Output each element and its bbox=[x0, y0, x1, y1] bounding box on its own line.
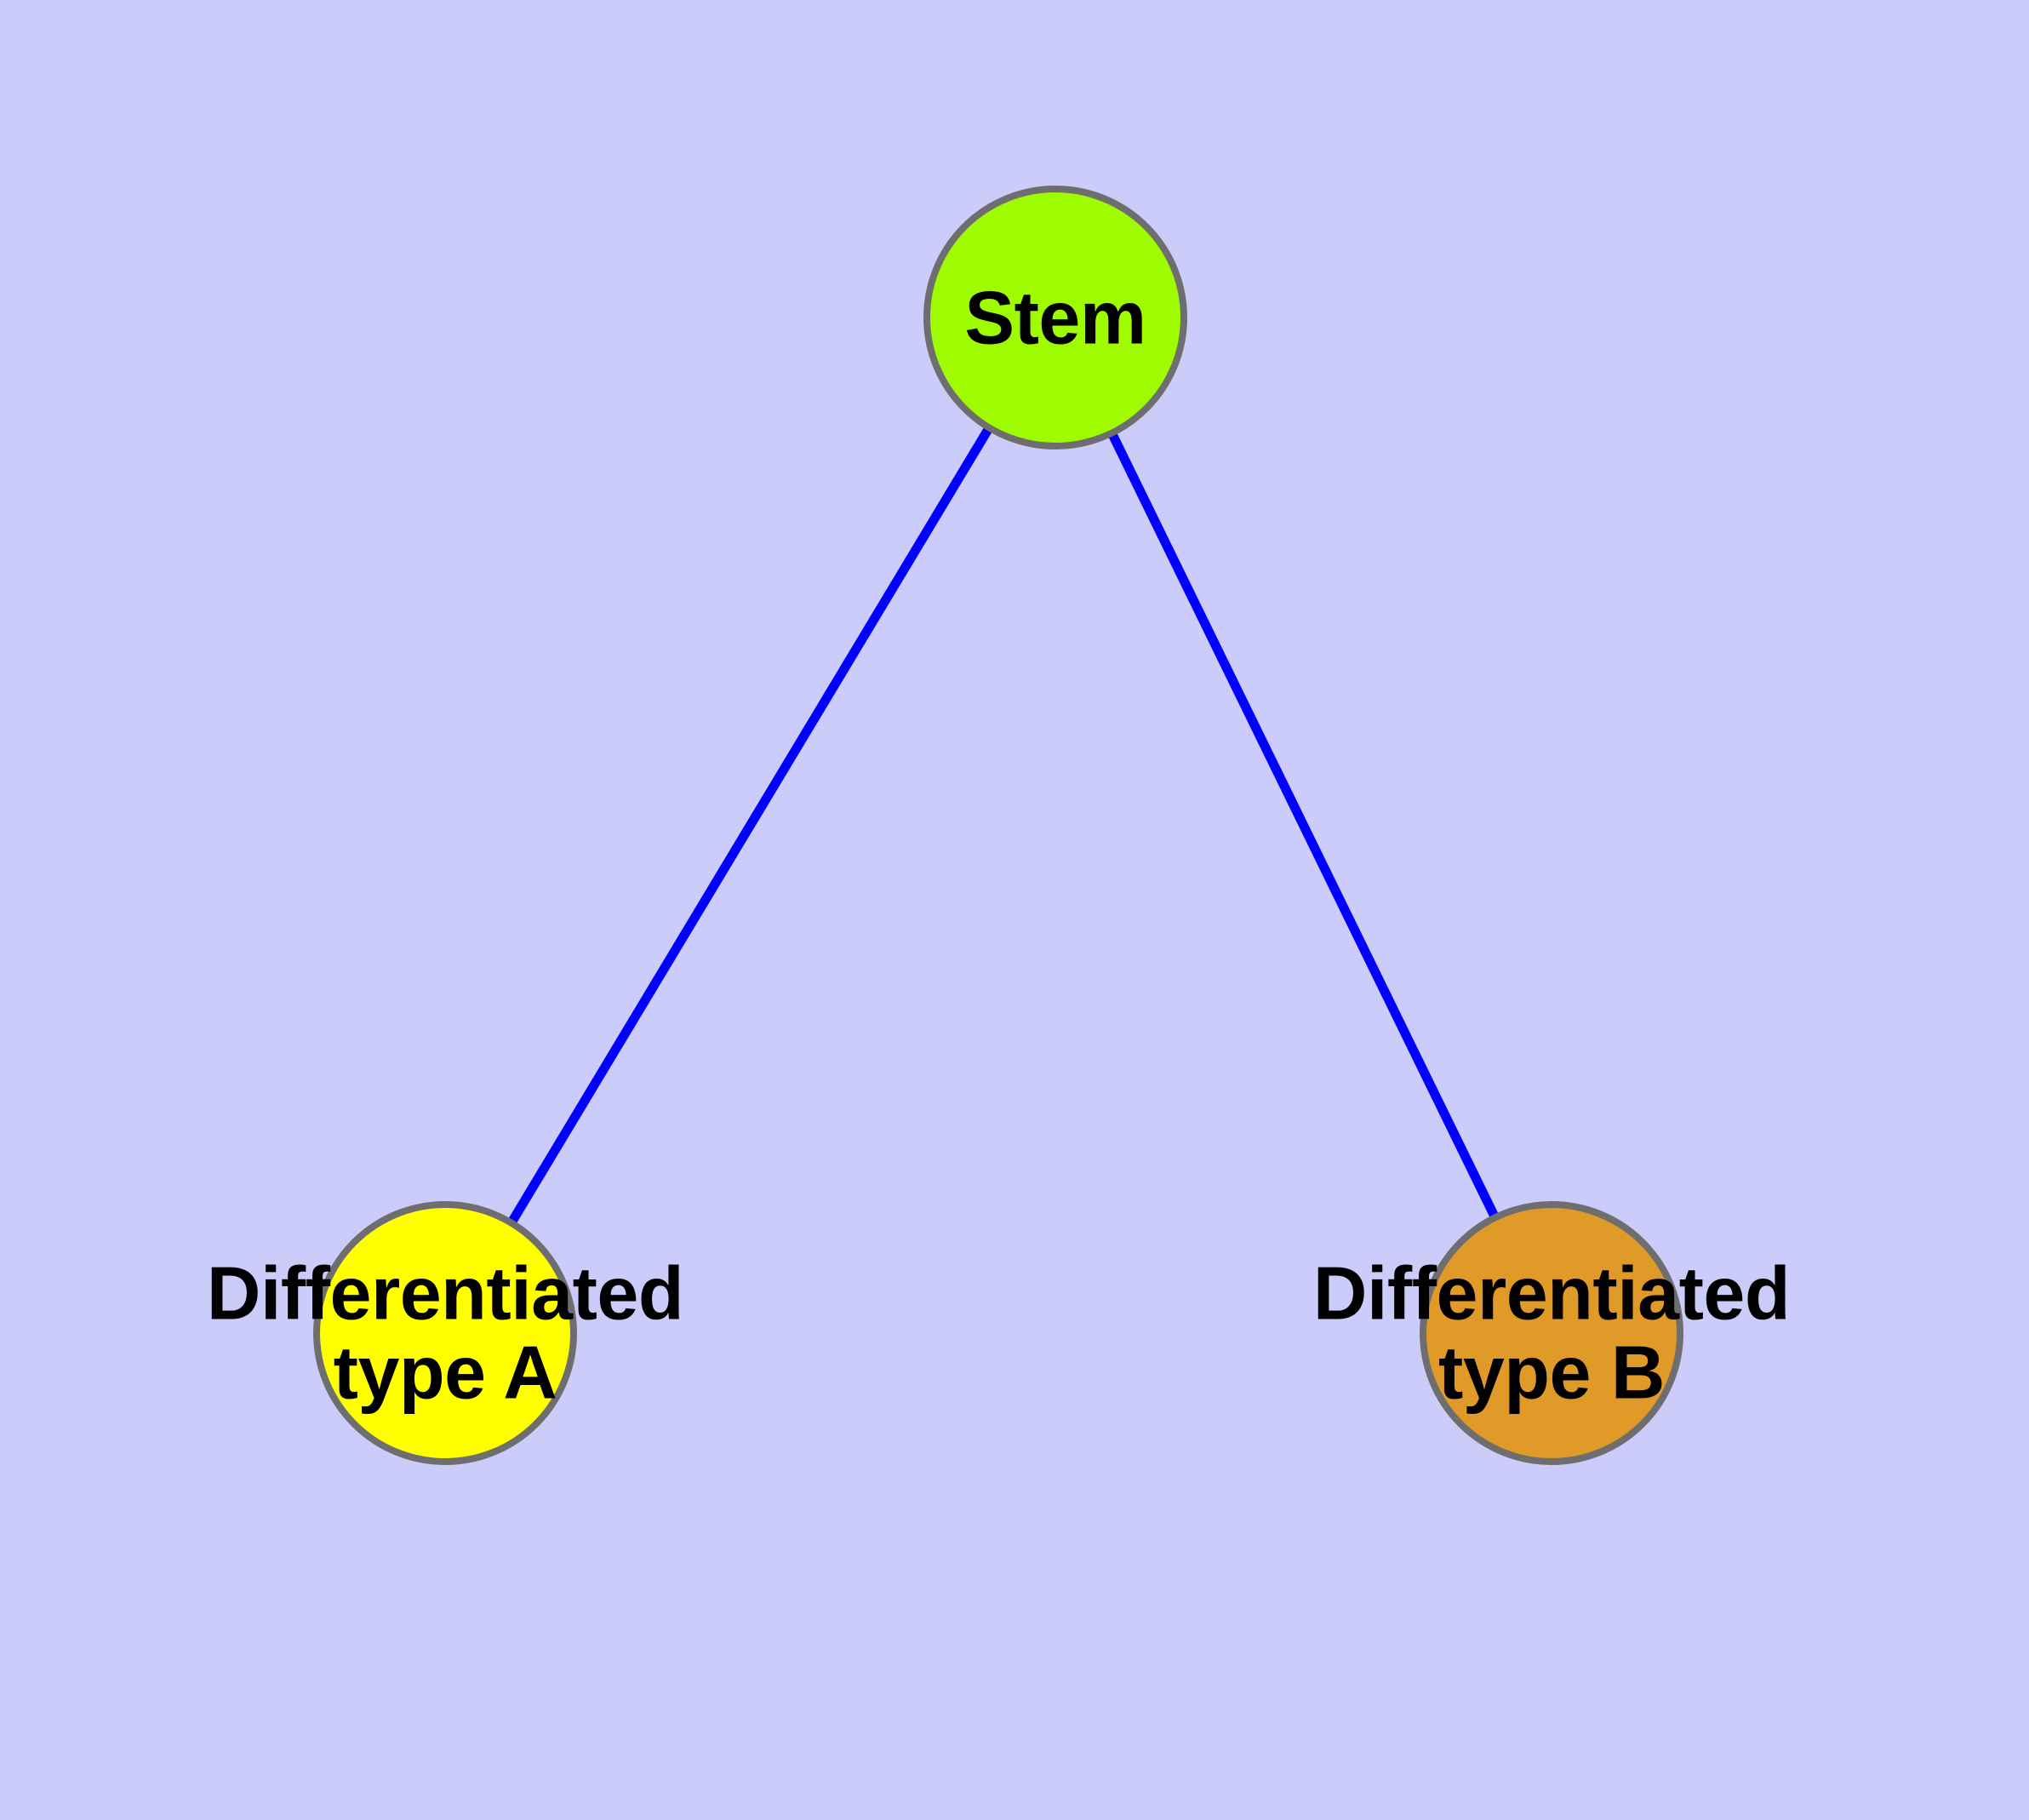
node-stem[interactable] bbox=[923, 186, 1187, 449]
edge-stem-to-differentiated-type-a[interactable] bbox=[506, 423, 994, 1228]
edge-layer bbox=[506, 423, 1500, 1228]
node-differentiated-type-b[interactable] bbox=[1420, 1201, 1683, 1465]
edge-stem-to-differentiated-type-b[interactable] bbox=[1106, 429, 1500, 1222]
node-differentiated-type-a[interactable] bbox=[313, 1201, 577, 1465]
node-layer bbox=[313, 186, 1683, 1465]
